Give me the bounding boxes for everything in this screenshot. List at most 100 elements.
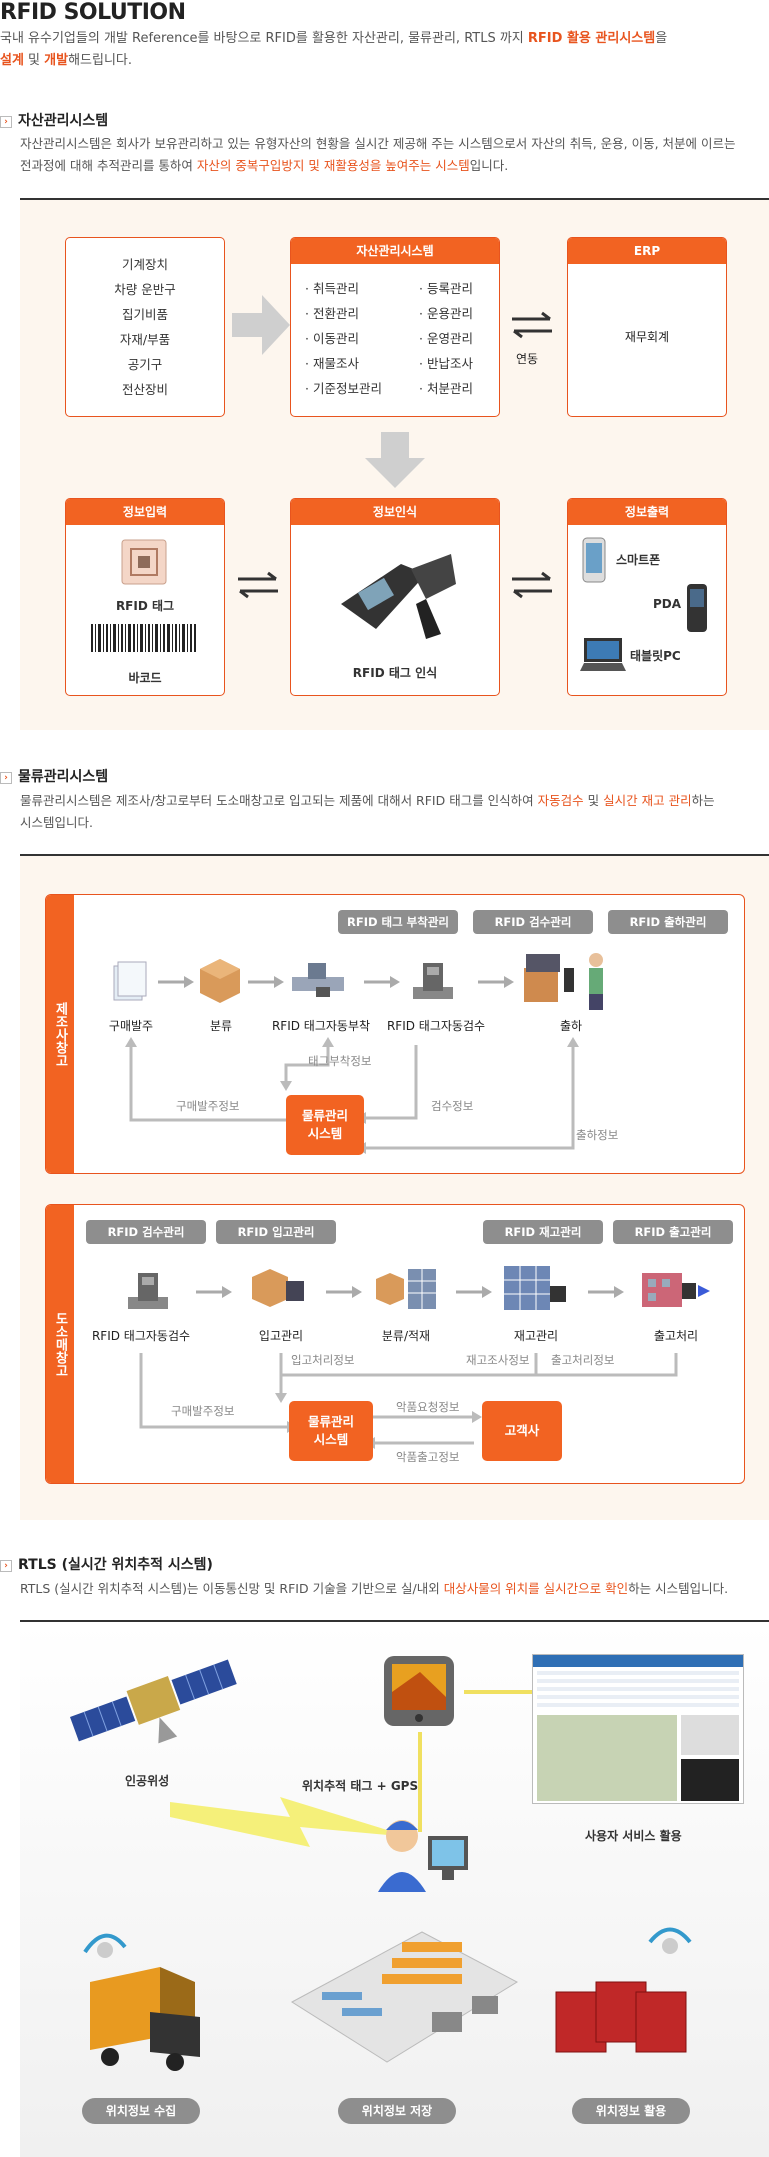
rtls-heading-text: RTLS (실시간 위치추적 시스템) [18, 1557, 213, 1573]
customer-button[interactable]: 고객사 [482, 1401, 562, 1461]
tag-inspection-machine-icon [128, 1273, 168, 1309]
erp-box: ERP 재무회계 [567, 237, 727, 417]
asset-diagram: 기계장치 차량 운반구 집기비품 자재/부품 공기구 전산장비 자산관리시스템 … [20, 200, 769, 730]
asset-item: 전산장비 [121, 382, 168, 397]
system-line: 물류관리 [301, 1108, 348, 1123]
system-item: · 전환관리 [305, 306, 359, 321]
stacking-icon [376, 1269, 436, 1309]
intro-highlight-1: RFID 활용 관리시스템 [527, 31, 656, 46]
rfid-tag-icon [121, 539, 167, 585]
system-item: · 등록관리 [419, 281, 473, 296]
maker-flow-label: 출하정보 [576, 1128, 619, 1142]
pda-icon [687, 584, 707, 632]
intro-text: 국내 유수기업들의 개발 Reference를 바탕으로 RFID를 활용한 자… [0, 28, 667, 72]
screenshot-panel [681, 1715, 739, 1755]
shipping-worker-icon [524, 953, 603, 1010]
page-title: RFID SOLUTION [0, 0, 186, 25]
output-item: 태블릿PC [630, 649, 681, 663]
retail-step: 입고관리 [258, 1329, 304, 1343]
screenshot-table [537, 1671, 739, 1711]
asset-description: 자산관리시스템은 회사가 보유관리하고 있는 유형자산의 현황을 실시간 제공해… [20, 133, 736, 177]
asset-item: 차량 운반구 [114, 282, 176, 297]
receiving-icon [252, 1269, 304, 1307]
step-arrow-icon [196, 1286, 232, 1298]
maker-tag: RFID 출하관리 [608, 910, 728, 934]
smartphone-icon [582, 537, 606, 583]
maker-step: 구매발주 [108, 1019, 154, 1033]
retail-warehouse-panel: 도소매창고 RFID 검수관리 RFID 입고관리 RFID 재고관리 RFID… [45, 1204, 745, 1484]
info-output-box: 정보출력 스마트폰 PDA 태블릿PC [567, 498, 727, 696]
system-line: 물류관리 [307, 1414, 354, 1429]
barcode-label: 바코드 [128, 671, 162, 685]
asset-items-box: 기계장치 차량 운반구 집기비품 자재/부품 공기구 전산장비 [65, 237, 225, 417]
logistics-desc-highlight-1: 자동검수 [537, 793, 584, 808]
rtls-desc-2: 하는 시스템입니다. [628, 1581, 729, 1596]
erp-title: ERP [568, 238, 726, 264]
inventory-icon [504, 1266, 566, 1310]
asset-item: 집기비품 [121, 307, 168, 322]
intro-part-4: 해드립니다. [68, 53, 133, 68]
system-item: · 반납조사 [419, 356, 473, 371]
maker-step: RFID 태그자동검수 [386, 1019, 486, 1033]
retail-flow-label: 악품출고정보 [396, 1450, 460, 1464]
big-arrow-down-icon [365, 432, 425, 488]
truck-icon [83, 1933, 200, 2071]
info-recognition-box: 정보인식 RFID 태그 인식 [290, 498, 500, 696]
maker-flow-label: 검수정보 [431, 1099, 474, 1113]
intro-highlight-2b: 개발 [44, 53, 69, 68]
bullet-arrow-icon: › [0, 1560, 12, 1572]
logistics-desc-highlight-2: 실시간 재고 관리 [603, 793, 692, 808]
intro-part-2: 을 [655, 31, 668, 46]
screenshot-map [537, 1715, 677, 1801]
big-arrow-right-icon [232, 295, 290, 355]
retail-step: 출고처리 [653, 1329, 699, 1343]
screenshot-titlebar [533, 1655, 743, 1667]
system-item: · 재물조사 [305, 356, 359, 371]
asset-item: 기계장치 [121, 257, 168, 272]
step-arrow-icon [588, 1286, 624, 1298]
tag-inspection-machine-icon [413, 963, 453, 999]
gps-device-icon [384, 1656, 454, 1726]
logistics-desc-2: 및 [583, 793, 604, 808]
info-input-title: 정보입력 [66, 499, 224, 525]
maker-flow-lines [125, 1037, 579, 1154]
retail-flow-lines [139, 1353, 678, 1449]
link-label: 연동 [516, 352, 539, 366]
rtls-pill: 위치정보 수집 [82, 2098, 200, 2124]
retail-tag: RFID 입고관리 [216, 1220, 336, 1244]
barcode-icon [91, 624, 196, 652]
retail-tag: RFID 검수관리 [86, 1220, 206, 1244]
satellite-label: 인공위성 [125, 1774, 170, 1788]
asset-system-box: 자산관리시스템 · 취득관리 · 전환관리 · 이동관리 · 재물조사 · 기준… [290, 237, 500, 417]
sync-arrows-icon [512, 571, 552, 599]
step-arrow-icon [478, 976, 514, 988]
rfid-scanner-icon [341, 554, 456, 639]
tag-attach-machine-icon [292, 963, 344, 997]
step-arrow-icon [248, 976, 284, 988]
retail-flow-label: 입고처리정보 [291, 1353, 355, 1367]
retail-flow-label: 악품요청정보 [396, 1400, 460, 1414]
system-item: · 운용관리 [419, 306, 473, 321]
rfid-tag-label: RFID 태그 [115, 599, 175, 613]
purchase-order-icon [113, 961, 147, 1001]
sync-arrows-icon [238, 571, 278, 599]
rtls-divider [20, 1620, 769, 1622]
bullet-arrow-icon: › [0, 116, 12, 128]
output-item: PDA [653, 597, 682, 611]
rtls-description: RTLS (실시간 위치추적 시스템)는 이동통신망 및 RFID 기술을 기반… [20, 1578, 728, 1600]
asset-item: 자재/부품 [119, 332, 171, 347]
asset-system-title: 자산관리시스템 [291, 238, 499, 264]
rtls-desc-1: RTLS (실시간 위치추적 시스템)는 이동통신망 및 RFID 기술을 기반… [20, 1581, 444, 1596]
maker-tag: RFID 태그 부착관리 [338, 910, 458, 934]
step-arrow-icon [326, 1286, 362, 1298]
retail-flow-label: 출고처리정보 [551, 1353, 615, 1367]
system-line: 시스템 [307, 1126, 343, 1141]
containers-icon [555, 1927, 692, 2053]
retail-step: RFID 태그자동검수 [91, 1329, 191, 1343]
asset-desc-highlight: 자산의 중복구입방지 및 재활용성을 높여주는 시스템 [196, 158, 470, 173]
retail-step: 재고관리 [513, 1329, 559, 1343]
system-item: · 이동관리 [305, 331, 359, 346]
system-item: · 처분관리 [419, 381, 473, 396]
